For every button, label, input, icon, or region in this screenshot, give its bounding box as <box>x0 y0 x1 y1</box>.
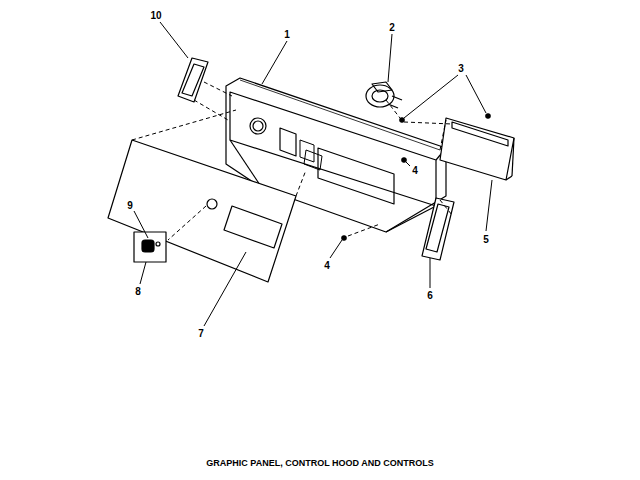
callout-number: 6 <box>426 290 434 301</box>
end-cap <box>422 198 454 260</box>
caption: GRAPHIC PANEL, CONTROL HOOD AND CONTROLS <box>0 457 640 469</box>
callout-number: 4 <box>323 260 331 271</box>
leader-line <box>134 22 492 326</box>
bracket <box>440 118 514 180</box>
callout-number: 9 <box>126 200 134 211</box>
callout-number: 8 <box>134 286 142 297</box>
callout-number: 10 <box>149 10 162 21</box>
callout-number: 7 <box>197 328 205 339</box>
callout-number: 3 <box>457 63 465 74</box>
callout-number: 5 <box>482 234 490 245</box>
callout-number: 2 <box>388 22 396 33</box>
assembly-line <box>132 82 452 240</box>
end-cap <box>178 58 208 102</box>
callout-number: 1 <box>283 29 291 40</box>
graphic-panel <box>108 140 296 282</box>
callout-number: 4 <box>411 165 419 176</box>
switch <box>366 82 402 108</box>
knob <box>134 232 166 262</box>
